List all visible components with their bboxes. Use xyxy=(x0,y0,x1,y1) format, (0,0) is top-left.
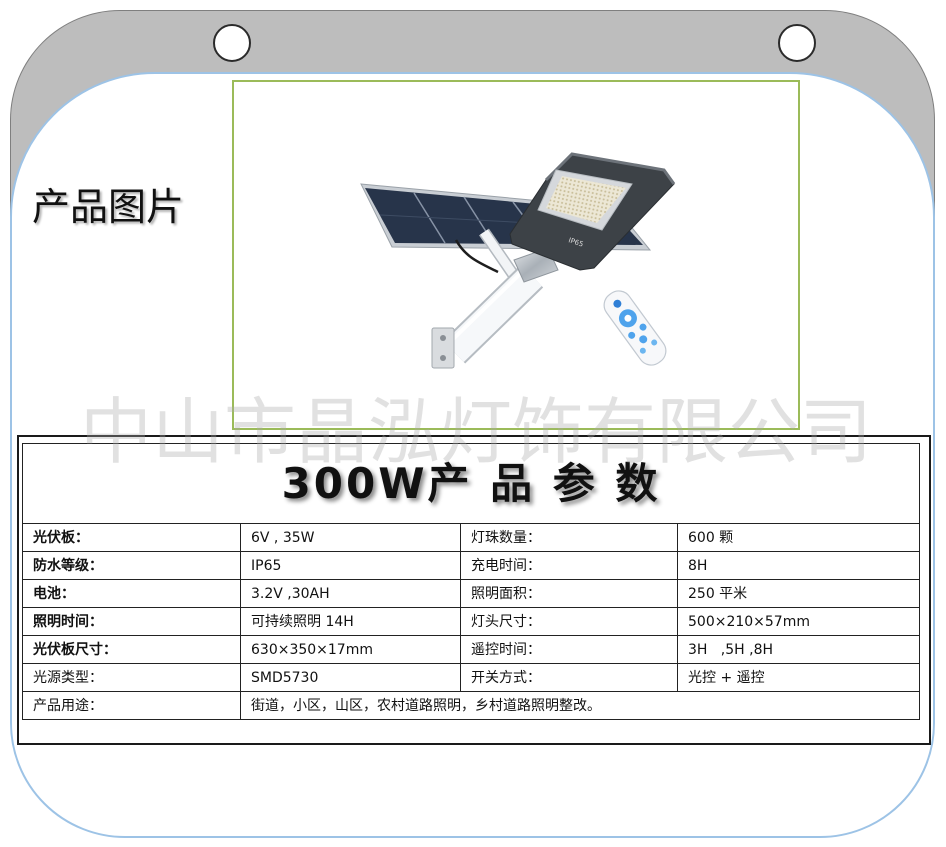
spec-row: 照明时间： 可持续照明 14H 灯头尺寸： 500×210×57mm xyxy=(22,607,920,636)
section-heading: 产品图片 xyxy=(32,185,185,229)
punch-hole-left xyxy=(213,24,251,62)
remote-control xyxy=(603,290,667,366)
spec-value: 6V , 35W xyxy=(240,523,461,552)
spec-label: 照明时间： xyxy=(22,607,241,636)
spec-value: 630×350×17mm xyxy=(240,635,461,664)
spec-label: 灯珠数量： xyxy=(460,523,678,552)
spec-value: 500×210×57mm xyxy=(677,607,920,636)
spec-label: 光源类型： xyxy=(22,663,241,692)
spec-table: 300W产 品 参 数 光伏板： 6V , 35W 灯珠数量： 600 颗 防水… xyxy=(22,443,920,720)
spec-label: 光伏板尺寸： xyxy=(22,635,241,664)
spec-value: 8H xyxy=(677,551,920,580)
spec-row: 防水等级： IP65 充电时间： 8H xyxy=(22,551,920,580)
lamp-head: IP65 xyxy=(509,152,676,271)
spec-value: 250 平米 xyxy=(677,579,920,608)
spec-label: 照明面积： xyxy=(460,579,678,608)
spec-label: 光伏板： xyxy=(22,523,241,552)
spec-value: 600 颗 xyxy=(677,523,920,552)
spec-value: SMD5730 xyxy=(240,663,461,692)
spec-title: 300W产 品 参 数 xyxy=(22,443,920,524)
punch-hole-right xyxy=(778,24,816,62)
spec-row: 电池： 3.2V ,30AH 照明面积： 250 平米 xyxy=(22,579,920,608)
mounting-bracket xyxy=(431,327,455,369)
spec-title-row: 300W产 品 参 数 xyxy=(22,443,920,524)
spec-value: 3H ,5H ,8H xyxy=(677,635,920,664)
spec-row-usage: 产品用途： 街道，小区，山区，农村道路照明，乡村道路照明整改。 xyxy=(22,691,920,720)
spec-label: 灯头尺寸： xyxy=(460,607,678,636)
spec-row: 光伏板尺寸： 630×350×17mm 遥控时间： 3H ,5H ,8H xyxy=(22,635,920,664)
spec-row: 光源类型： SMD5730 开关方式： 光控 + 遥控 xyxy=(22,663,920,692)
spec-label: 充电时间： xyxy=(460,551,678,580)
spec-value: 可持续照明 14H xyxy=(240,607,461,636)
power-cable xyxy=(454,239,499,274)
spec-row: 光伏板： 6V , 35W 灯珠数量： 600 颗 xyxy=(22,523,920,552)
support-arm xyxy=(479,228,522,284)
spec-value: 光控 + 遥控 xyxy=(677,663,920,692)
spec-label: 产品用途： xyxy=(22,691,241,720)
solar-street-light-illustration: IP65 xyxy=(360,152,676,369)
spec-value: IP65 xyxy=(240,551,461,580)
spec-label: 防水等级： xyxy=(22,551,241,580)
spec-label: 遥控时间： xyxy=(460,635,678,664)
product-photo: IP65 xyxy=(232,80,800,430)
spec-label: 开关方式： xyxy=(460,663,678,692)
spec-value: 3.2V ,30AH xyxy=(240,579,461,608)
spec-value: 街道，小区，山区，农村道路照明，乡村道路照明整改。 xyxy=(240,691,920,720)
pole xyxy=(442,264,544,364)
spec-label: 电池： xyxy=(22,579,241,608)
